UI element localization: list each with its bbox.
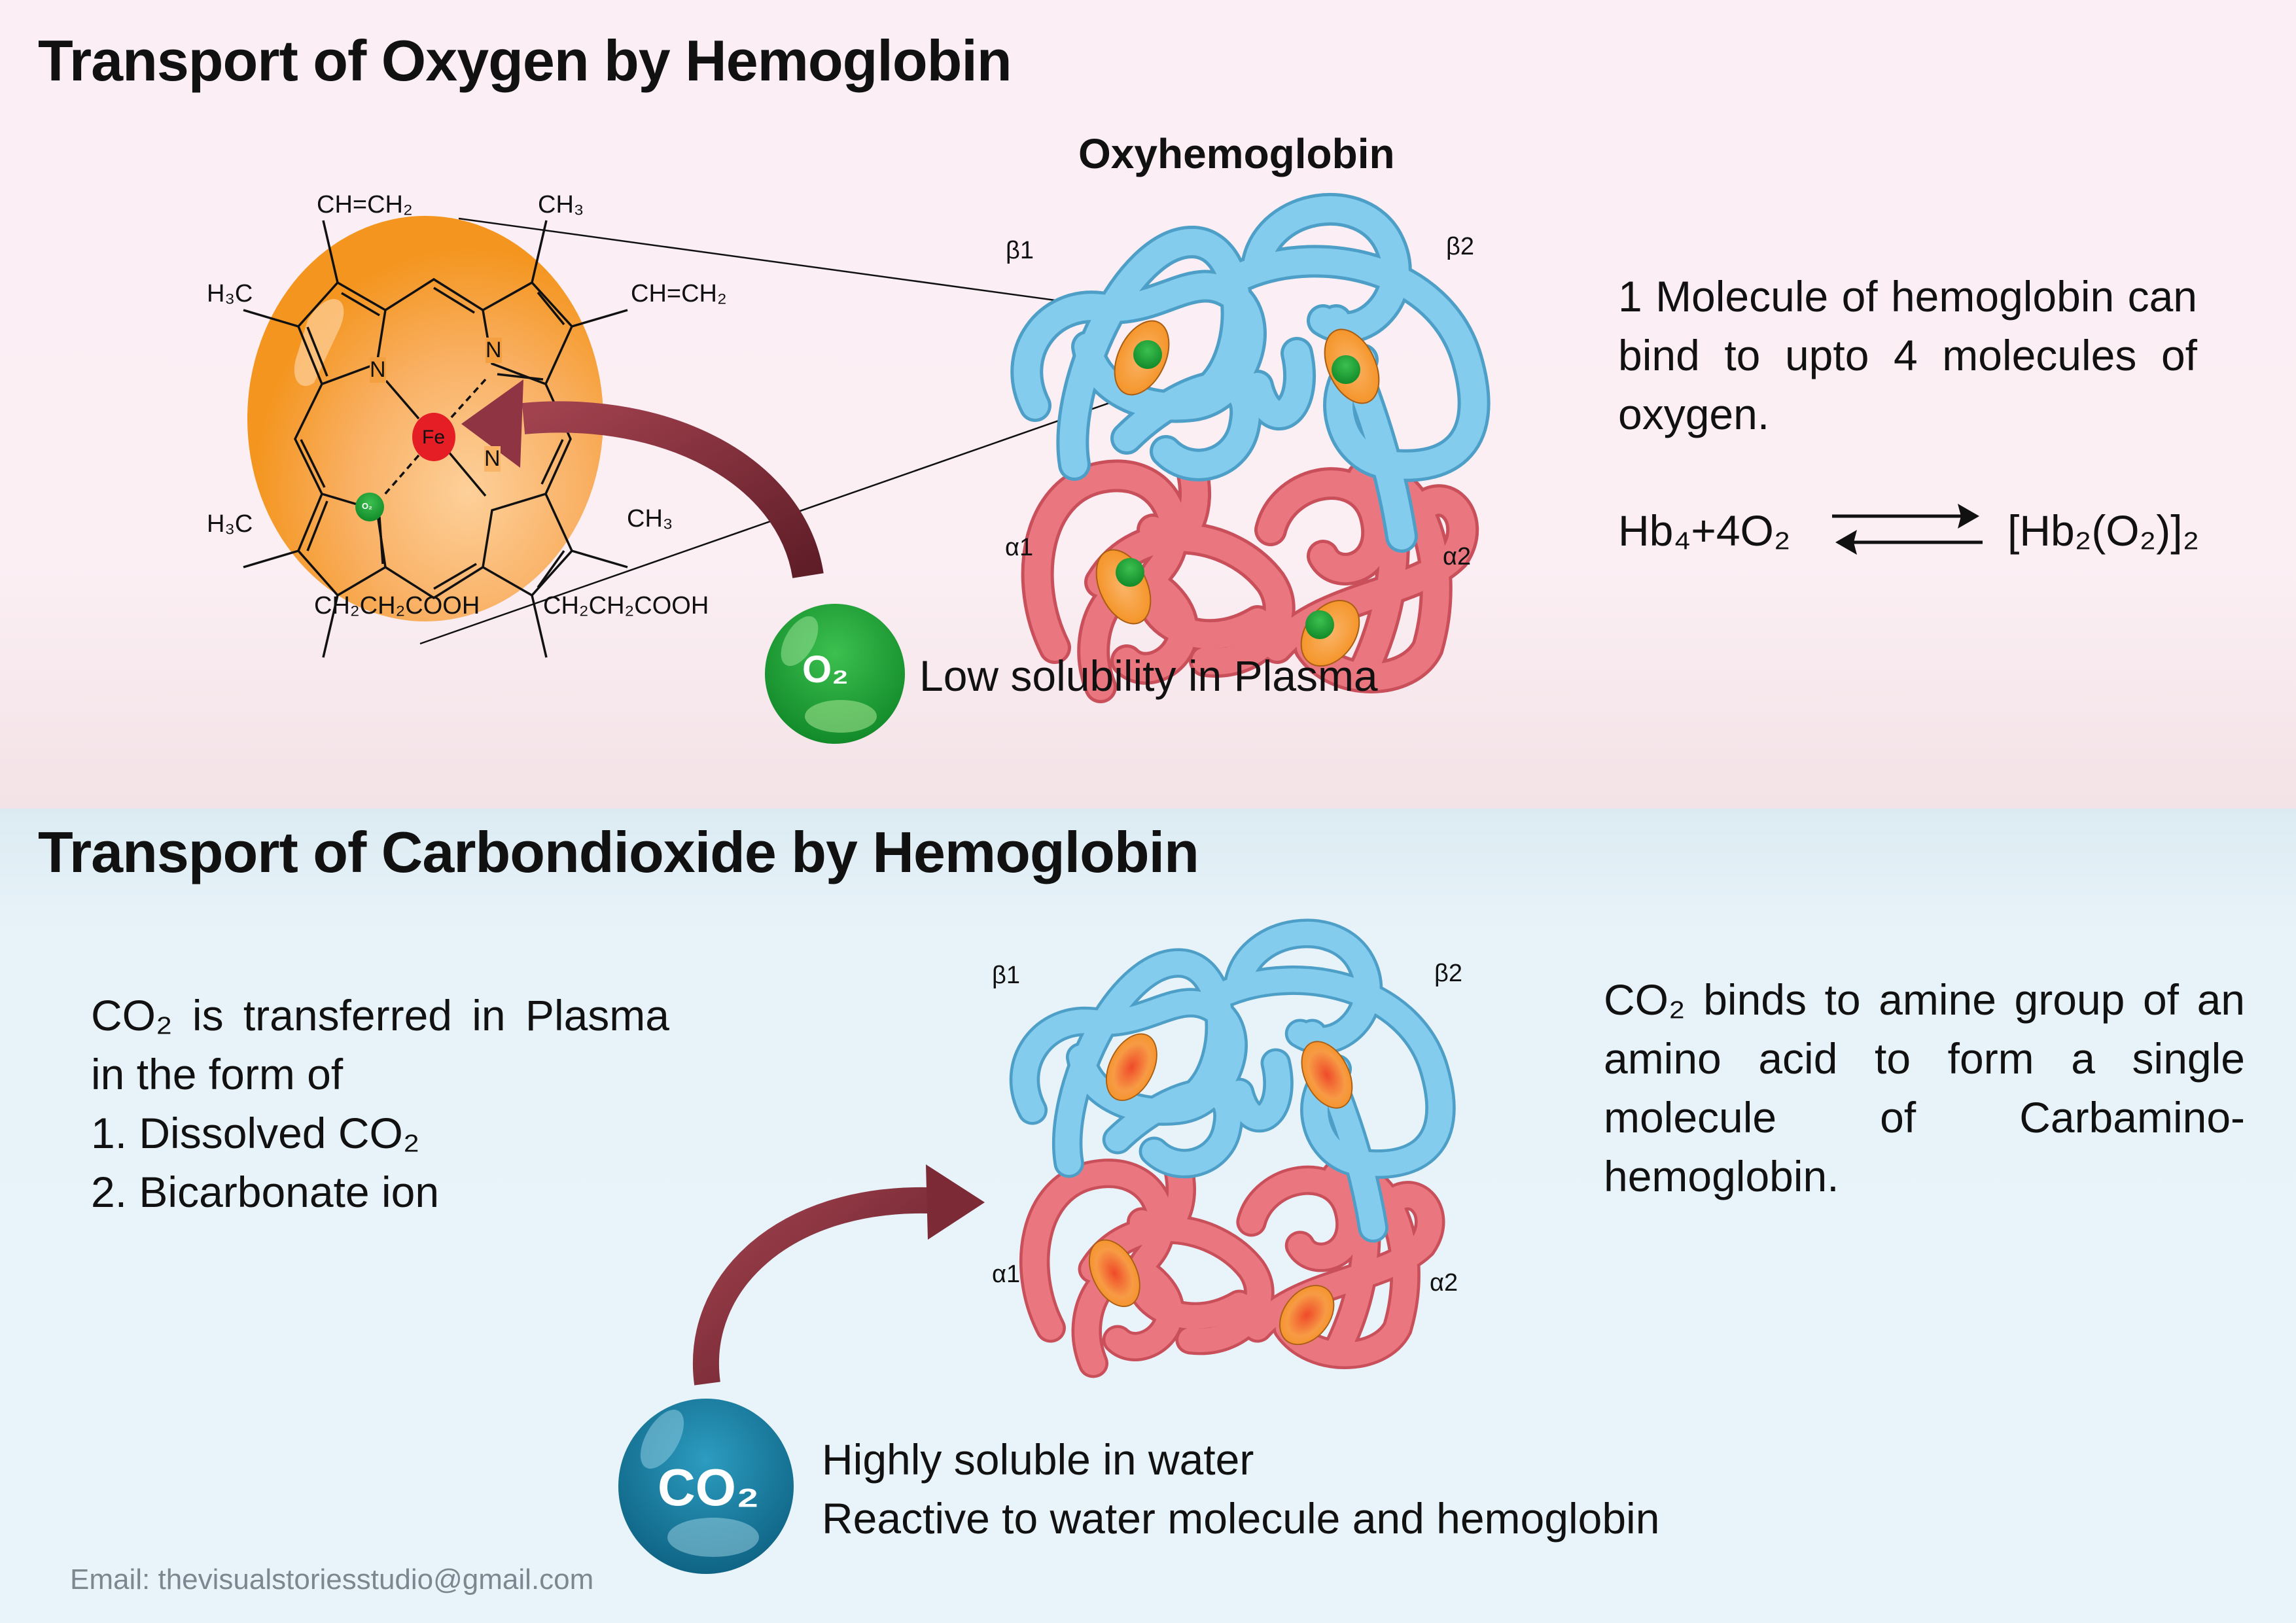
oxygen-badge-icon: [355, 493, 384, 521]
oxygen-solubility-note: Low solubility in Plasma: [919, 652, 1378, 700]
hemoglobin-structure: [1025, 934, 1441, 1363]
nitrogen-label: N: [370, 357, 386, 383]
equilibrium-arrows-icon: [1832, 504, 1983, 555]
substituent-label: H₃C: [207, 510, 253, 538]
iron-label: Fe: [422, 427, 446, 448]
co2-reactivity-note: Reactive to water molecule and hemoglobi…: [822, 1494, 1660, 1543]
footer-email: Email: thevisualstoriesstudio@gmail.com: [70, 1563, 594, 1596]
co2-section-title: Transport of Carbondioxide by Hemoglobin: [38, 820, 1199, 884]
carbamino-text: CO₂ binds to amine group of an amino aci…: [1604, 975, 2245, 1200]
pointer-line: [458, 217, 1161, 316]
substituent-label: CH₂CH₂COOH: [314, 592, 480, 620]
o2-badge-label: O₂: [362, 501, 372, 511]
heme-molecule: [243, 216, 628, 658]
substituent-label: CH₂CH₂COOH: [543, 592, 709, 620]
oxyhemoglobin-title: Oxyhemoglobin: [1078, 130, 1395, 177]
co2-molecule-icon: [618, 1399, 794, 1574]
hemoglobin-capacity-text: 1 Molecule of hemoglobin can bind to upt…: [1618, 272, 2197, 438]
chain-label-beta1: β1: [1006, 237, 1034, 264]
substituent-label: CH=CH₂: [317, 191, 413, 218]
co2-molecule-label: CO₂: [658, 1458, 760, 1516]
oxygen-binding-arrow-icon: [461, 379, 824, 579]
heme-disc-a2: [1300, 599, 1360, 667]
substituent-label: CH₃: [627, 505, 673, 532]
oxyhemoglobin-structure: [1027, 209, 1474, 687]
chain-label-alpha2: α2: [1430, 1269, 1458, 1297]
oxygen-section-title: Transport of Oxygen by Hemoglobin: [38, 28, 1012, 93]
chain-label-beta2: β2: [1446, 233, 1474, 260]
substituent-label: H₃C: [207, 280, 253, 307]
equation-left: Hb₄+4O₂: [1618, 506, 1791, 555]
co2-solubility-note: Highly soluble in water: [822, 1435, 1254, 1484]
equation-right: [Hb₂(O₂)]₂: [2007, 506, 2200, 555]
chain-label-alpha1: α1: [992, 1261, 1021, 1288]
chain-label-beta2: β2: [1434, 960, 1462, 987]
chain-label-alpha1: α1: [1005, 534, 1034, 561]
iron-atom: [412, 413, 455, 461]
co2-intro-text: CO₂ is transferred in Plasma in the form…: [91, 991, 669, 1098]
oxygen-molecule-label: O₂: [802, 648, 849, 691]
nitrogen-label: N: [484, 446, 501, 472]
substituent-label: CH₃: [538, 191, 584, 218]
co2-form-item: 1. Dissolved CO₂: [91, 1109, 420, 1157]
heme-disc-b1: [1114, 320, 1170, 396]
chain-label-alpha2: α2: [1443, 543, 1472, 570]
co2-form-item: 2. Bicarbonate ion: [91, 1168, 440, 1216]
heme-disc-b2: [1324, 328, 1380, 404]
co2-binding-arrow-icon: [693, 1164, 985, 1386]
substituent-label: CH=CH₂: [631, 280, 727, 307]
heme-disc-a1: [1095, 549, 1152, 625]
nitrogen-label: N: [486, 338, 502, 363]
chain-label-beta1: β1: [992, 962, 1020, 989]
oxygen-molecule-icon: [765, 604, 905, 744]
